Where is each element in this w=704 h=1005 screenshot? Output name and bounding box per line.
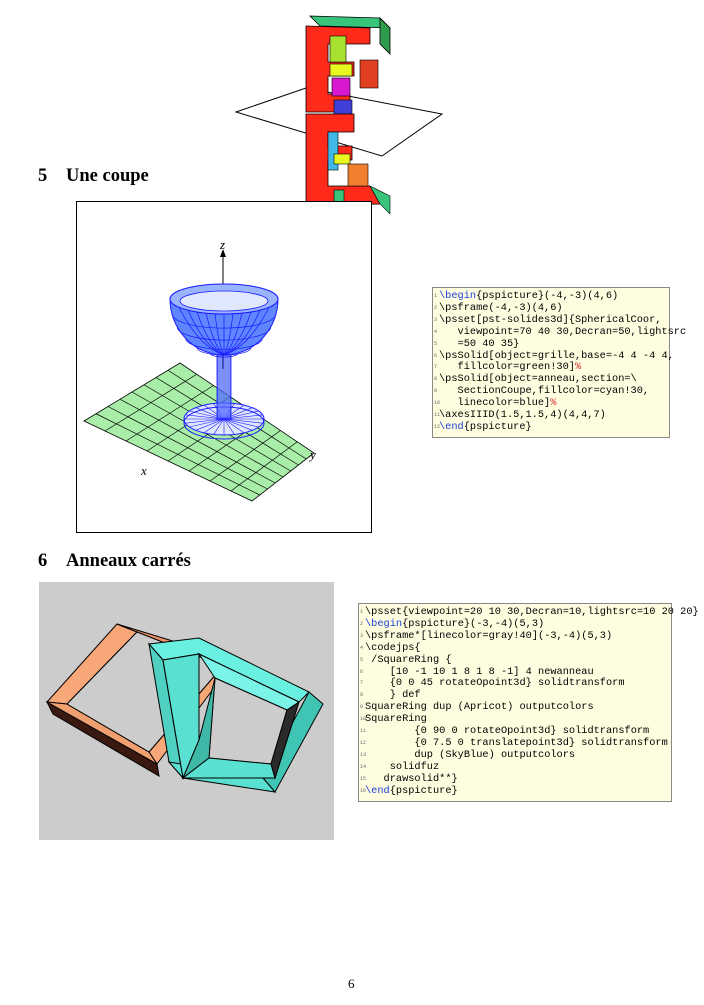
code-line: 6 [10 -1 10 1 8 1 8 -1] 4 newanneau <box>360 665 594 678</box>
code-line: 3\psframe*[linecolor=gray!40](-3,-4)(5,3… <box>360 629 613 642</box>
code-line: 14 solidfuz <box>360 760 440 773</box>
square-rings-figure <box>39 582 334 840</box>
grid-line <box>131 391 284 478</box>
goblet-bowl-meridian <box>205 313 225 356</box>
code-line: 10 linecolor=blue]% <box>434 397 557 410</box>
code-line: 16\end{pspicture} <box>360 784 458 797</box>
code-listing-2: 1\psset{viewpoint=20 10 30,Decran=10,lig… <box>358 603 699 802</box>
goblet-bowl-ring <box>209 352 239 358</box>
goblet-base-spoke <box>223 418 253 431</box>
code-line: 8 } def <box>360 689 421 702</box>
code-line: 2\psframe(-4,-3)(4,6) <box>434 301 563 314</box>
goblet-stem <box>216 350 232 420</box>
code-line: 6\psSolid[object=grille,base=-4 4 -4 4, <box>434 349 674 362</box>
goblet-figure: z x y <box>76 201 372 533</box>
code-line: 11 {0 90 0 rotateOpoint3d} solidtransfor… <box>360 725 650 738</box>
section-heading: 5 Une coupe <box>38 166 149 187</box>
goblet-bowl-meridian <box>223 313 234 356</box>
goblet-bowl-meridian <box>223 310 261 356</box>
section-title: Une coupe <box>66 166 149 186</box>
section-number: 5 <box>38 166 48 186</box>
goblet-bowl-meridian <box>223 311 252 356</box>
letters-3d-figure <box>234 15 444 214</box>
code-line: 13 dup (SkyBlue) outputcolors <box>360 748 576 761</box>
code-line: 3\psset[pst-solides3d]{SphericalCoor, <box>434 313 662 326</box>
goblet-bowl-meridian <box>196 311 225 356</box>
goblet-base-spoke <box>223 418 263 424</box>
goblet-base-spoke <box>213 418 225 435</box>
grid-line <box>209 430 281 482</box>
code-line: 8\psSolid[object=anneau,section=\ <box>434 373 637 386</box>
skyblue-ring <box>147 637 324 793</box>
goblet-bowl-meridian <box>214 313 225 356</box>
code-line: 2\begin{pspicture}(-3,-4)(5,3) <box>360 617 545 630</box>
goblet-bowl-meridian <box>187 310 225 356</box>
code-line: 5 /SquareRing { <box>360 653 452 666</box>
goblet-bowl-meridian <box>178 307 225 356</box>
grid-line <box>230 441 298 492</box>
code-line: 1\begin{pspicture}(-4,-3)(4,6) <box>434 290 619 302</box>
code-line: 15 drawsolid**} <box>360 772 458 785</box>
section-number: 6 <box>38 551 48 571</box>
code-line: 7 fillcolor=green!30]% <box>434 361 582 374</box>
code-line: 12\end{pspicture} <box>434 420 532 433</box>
goblet-solid <box>169 283 279 440</box>
y-axis-label: y <box>308 447 316 462</box>
code-line: 5 =50 40 35} <box>434 337 520 350</box>
goblet-base-spoke <box>185 418 225 424</box>
section-title: Anneaux carrés <box>66 551 191 571</box>
z-axis-label: z <box>219 237 225 252</box>
code-listing-1: 1\begin{pspicture}(-4,-3)(4,6)2\psframe(… <box>432 287 687 438</box>
section-heading: 6 Anneaux carrés <box>38 551 191 572</box>
goblet-base-spoke <box>189 418 225 428</box>
x-axis-label: x <box>140 463 147 478</box>
goblet-base-spoke <box>223 418 245 434</box>
code-line: 7 {0 0 45 rotateOpoint3d} solidtransform <box>360 677 625 690</box>
goblet-base-spoke <box>223 418 235 435</box>
code-line: 9 SectionCoupe,fillcolor=cyan!30, <box>434 385 650 398</box>
page-number: 6 <box>348 976 355 991</box>
goblet-inner <box>179 290 269 312</box>
code-line: 4 viewpoint=70 40 30,Decran=50,lightsrc <box>434 325 687 338</box>
goblet-base-spoke <box>195 418 225 431</box>
code-line: 1\psset{viewpoint=20 10 30,Decran=10,lig… <box>360 606 699 618</box>
code-line: 12 {0 7.5 0 translatepoint3d} solidtrans… <box>360 736 668 749</box>
code-line: 11\axesIIID(1.5,1.5,4)(4,4,7) <box>434 409 606 422</box>
code-line: 4\codejps{ <box>360 641 421 654</box>
goblet-bowl-ring <box>196 347 252 356</box>
goblet-bowl-meridian <box>223 313 243 356</box>
goblet-base-spoke <box>203 418 225 434</box>
goblet-bowl-meridian <box>223 307 270 356</box>
goblet-base-spoke <box>223 418 259 428</box>
